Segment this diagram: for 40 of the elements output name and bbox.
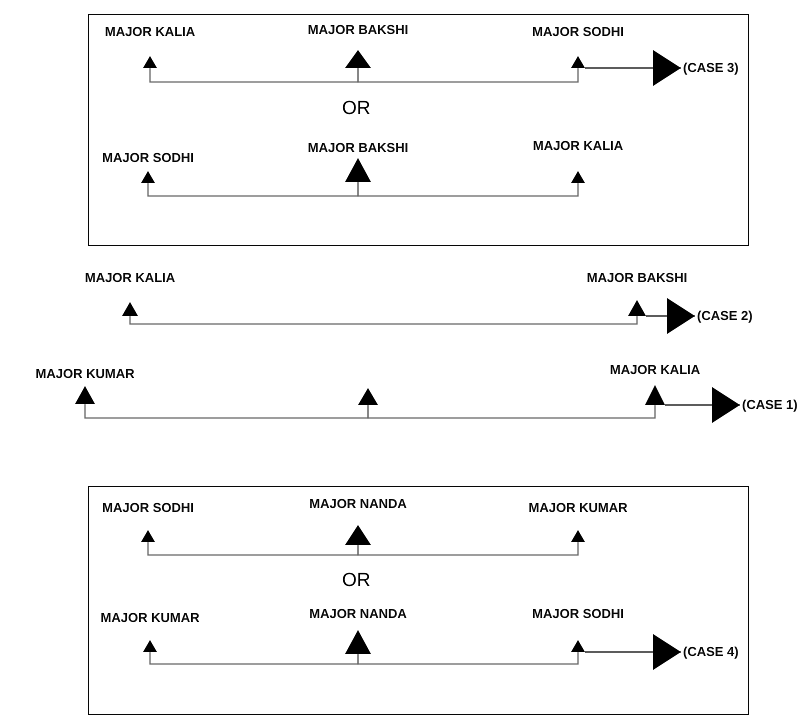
group-frame xyxy=(88,14,749,246)
person-name: MAJOR KUMAR xyxy=(36,366,134,381)
person-name: MAJOR SODHI xyxy=(102,500,194,515)
person-name: MAJOR KUMAR xyxy=(528,500,628,515)
person-name: MAJOR KALIA xyxy=(84,270,176,285)
connector-line xyxy=(147,542,359,556)
person-name: MAJOR SODHI xyxy=(532,606,624,621)
connector-line xyxy=(367,405,656,419)
case-label: (CASE 3) xyxy=(683,60,739,76)
person-name: MAJOR NANDA xyxy=(309,496,407,511)
connector-line xyxy=(149,68,359,83)
connector-line xyxy=(147,182,359,197)
triangle-marker xyxy=(358,388,378,405)
person-name: MAJOR KALIA xyxy=(610,362,700,377)
person-name: MAJOR KALIA xyxy=(104,24,196,39)
person-name: MAJOR SODHI xyxy=(102,150,194,165)
arrow xyxy=(646,298,695,334)
person-name: MAJOR BAKSHI xyxy=(586,270,688,285)
arrow xyxy=(585,50,681,86)
connector-line xyxy=(357,542,579,556)
connector-line xyxy=(129,316,638,325)
connector-line xyxy=(357,182,579,197)
case-label: (CASE 1) xyxy=(742,397,798,413)
arrow xyxy=(585,634,681,670)
person-name: MAJOR SODHI xyxy=(532,24,624,39)
or-text: OR xyxy=(342,98,370,120)
or-text: OR xyxy=(342,570,370,592)
person-name: MAJOR BAKSHI xyxy=(308,22,408,37)
connector-line xyxy=(357,68,579,83)
connector-line xyxy=(149,652,359,665)
person-name: MAJOR BAKSHI xyxy=(308,140,408,155)
connector-line xyxy=(84,404,369,419)
person-name: MAJOR NANDA xyxy=(309,606,407,621)
case-label: (CASE 2) xyxy=(697,308,753,324)
person-name: MAJOR KUMAR xyxy=(100,610,200,625)
arrow xyxy=(665,387,740,423)
group-frame xyxy=(88,486,749,715)
person-name: MAJOR KALIA xyxy=(532,138,624,153)
connector-line xyxy=(357,652,579,665)
case-label: (CASE 4) xyxy=(683,644,739,660)
